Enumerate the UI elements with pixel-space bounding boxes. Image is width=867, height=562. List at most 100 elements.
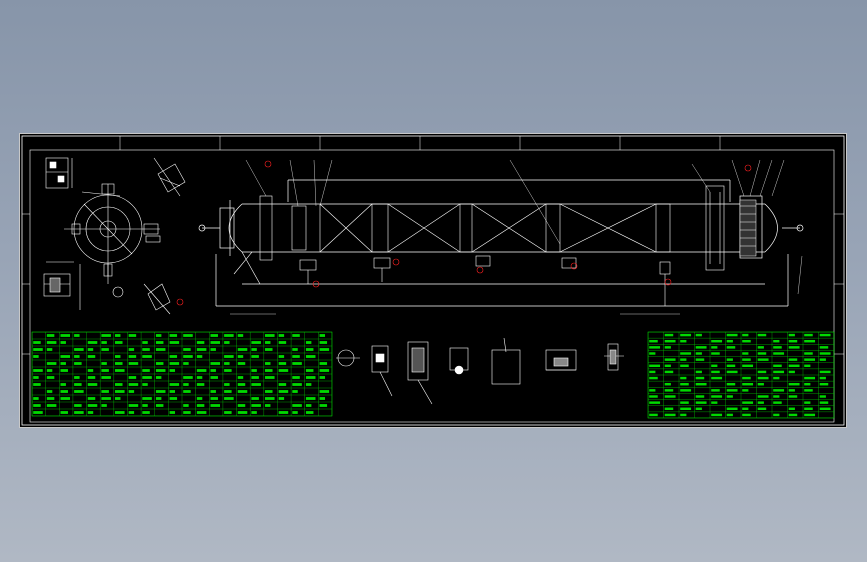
table-cell-text — [115, 411, 125, 414]
main-vessel — [198, 179, 804, 307]
table-cell-text — [74, 390, 84, 393]
tbl-right-grid — [648, 332, 834, 418]
table-cell-text — [680, 413, 687, 417]
table-cell-text — [237, 404, 246, 407]
table-cell-text — [183, 334, 193, 337]
table-cell-text — [60, 355, 71, 358]
table-cell-text — [742, 352, 749, 355]
table-cell-text — [819, 358, 826, 361]
table-cell-text — [305, 376, 316, 379]
table-cell-text — [695, 352, 702, 355]
table-cell-text — [33, 341, 41, 344]
table-cell-text — [819, 352, 831, 355]
table-cell-text — [87, 411, 94, 414]
table-cell-text — [196, 341, 205, 344]
table-cell-text — [664, 407, 674, 411]
table-cell-text — [819, 395, 826, 398]
table-cell-text — [804, 339, 816, 343]
table-cell-text — [319, 334, 326, 337]
table-cell-text — [742, 407, 749, 411]
table-cell-text — [46, 376, 55, 379]
table-cell-text — [726, 395, 733, 398]
table-cell-text — [680, 358, 687, 361]
table-cell-text — [695, 376, 705, 380]
table-cell-text — [265, 376, 275, 379]
plan-view-circle — [64, 183, 161, 284]
table-cell-text — [224, 362, 230, 365]
table-cell-text — [292, 348, 298, 351]
table-cell-text — [757, 346, 764, 349]
table-cell-text — [183, 383, 189, 386]
cad-drawing[interactable] — [20, 134, 846, 427]
table-cell-text — [251, 348, 257, 351]
table-cell-text — [757, 407, 767, 411]
table-cell-text — [142, 369, 150, 372]
table-cell-text — [711, 352, 720, 355]
bottom-nozzles — [233, 251, 671, 306]
table-cell-text — [196, 355, 203, 358]
table-cell-text — [680, 333, 692, 337]
table-cell-text — [115, 397, 121, 400]
table-cell-text — [128, 362, 139, 365]
table-cell-text — [757, 376, 769, 380]
table-cell-text — [101, 404, 107, 407]
table-cell-text — [819, 382, 829, 386]
table-cell-text — [788, 346, 800, 349]
table-cell-text — [819, 370, 831, 374]
table-cell-text — [804, 352, 813, 355]
table-cell-text — [224, 397, 234, 400]
table-cell-text — [128, 355, 137, 358]
table-cell-text — [649, 370, 656, 374]
table-cell-text — [33, 411, 43, 414]
table-cell-text — [788, 364, 800, 368]
drawing-viewport[interactable] — [19, 133, 847, 428]
table-cell-text — [183, 404, 189, 407]
table-cell-text — [773, 395, 780, 398]
table-cell-text — [804, 333, 813, 337]
table-cell-text — [60, 369, 68, 372]
table-cell-text — [695, 370, 702, 374]
table-cell-text — [773, 389, 785, 392]
table-cell-text — [726, 358, 733, 361]
table-cell-text — [292, 376, 300, 379]
table-cell-text — [278, 411, 289, 414]
table-cell-text — [46, 348, 53, 351]
table-cell-text — [224, 383, 230, 386]
table-cell-text — [251, 383, 261, 386]
table-cell-text — [237, 334, 244, 337]
table-cell-text — [210, 362, 221, 365]
table-cell-text — [237, 383, 246, 386]
table-cell-text — [804, 382, 811, 386]
table-cell-text — [169, 341, 180, 344]
nozzle-detail-top-left — [45, 157, 73, 189]
table-cell-text — [115, 383, 123, 386]
table-cell-text — [169, 390, 176, 393]
table-cell-text — [649, 389, 656, 392]
table-cell-text — [169, 362, 180, 365]
table-cell-text — [292, 390, 298, 393]
table-cell-text — [804, 358, 816, 361]
table-cell-text — [237, 355, 244, 358]
table-cell-text — [742, 389, 749, 392]
table-cell-text — [319, 397, 326, 400]
table-cell-text — [742, 358, 751, 361]
table-cell-text — [155, 348, 166, 351]
table-cell-text — [664, 370, 674, 374]
table-cell-text — [726, 389, 738, 392]
table-cell-text — [819, 346, 829, 349]
table-cell-text — [711, 413, 723, 417]
table-cell-text — [142, 341, 148, 344]
table-cell-text — [664, 339, 676, 343]
table-cell-text — [196, 411, 207, 414]
table-cell-text — [292, 355, 300, 358]
frame-ticks — [22, 136, 844, 355]
table-cell-text — [142, 411, 150, 414]
table-cell-text — [251, 397, 259, 400]
table-cell-text — [169, 411, 176, 414]
table-cell-text — [649, 413, 658, 417]
table-cell-text — [319, 369, 330, 372]
table-cell-text — [33, 404, 41, 407]
table-cell-text — [726, 364, 736, 368]
table-cell-text — [60, 390, 68, 393]
table-cell-text — [142, 397, 152, 400]
